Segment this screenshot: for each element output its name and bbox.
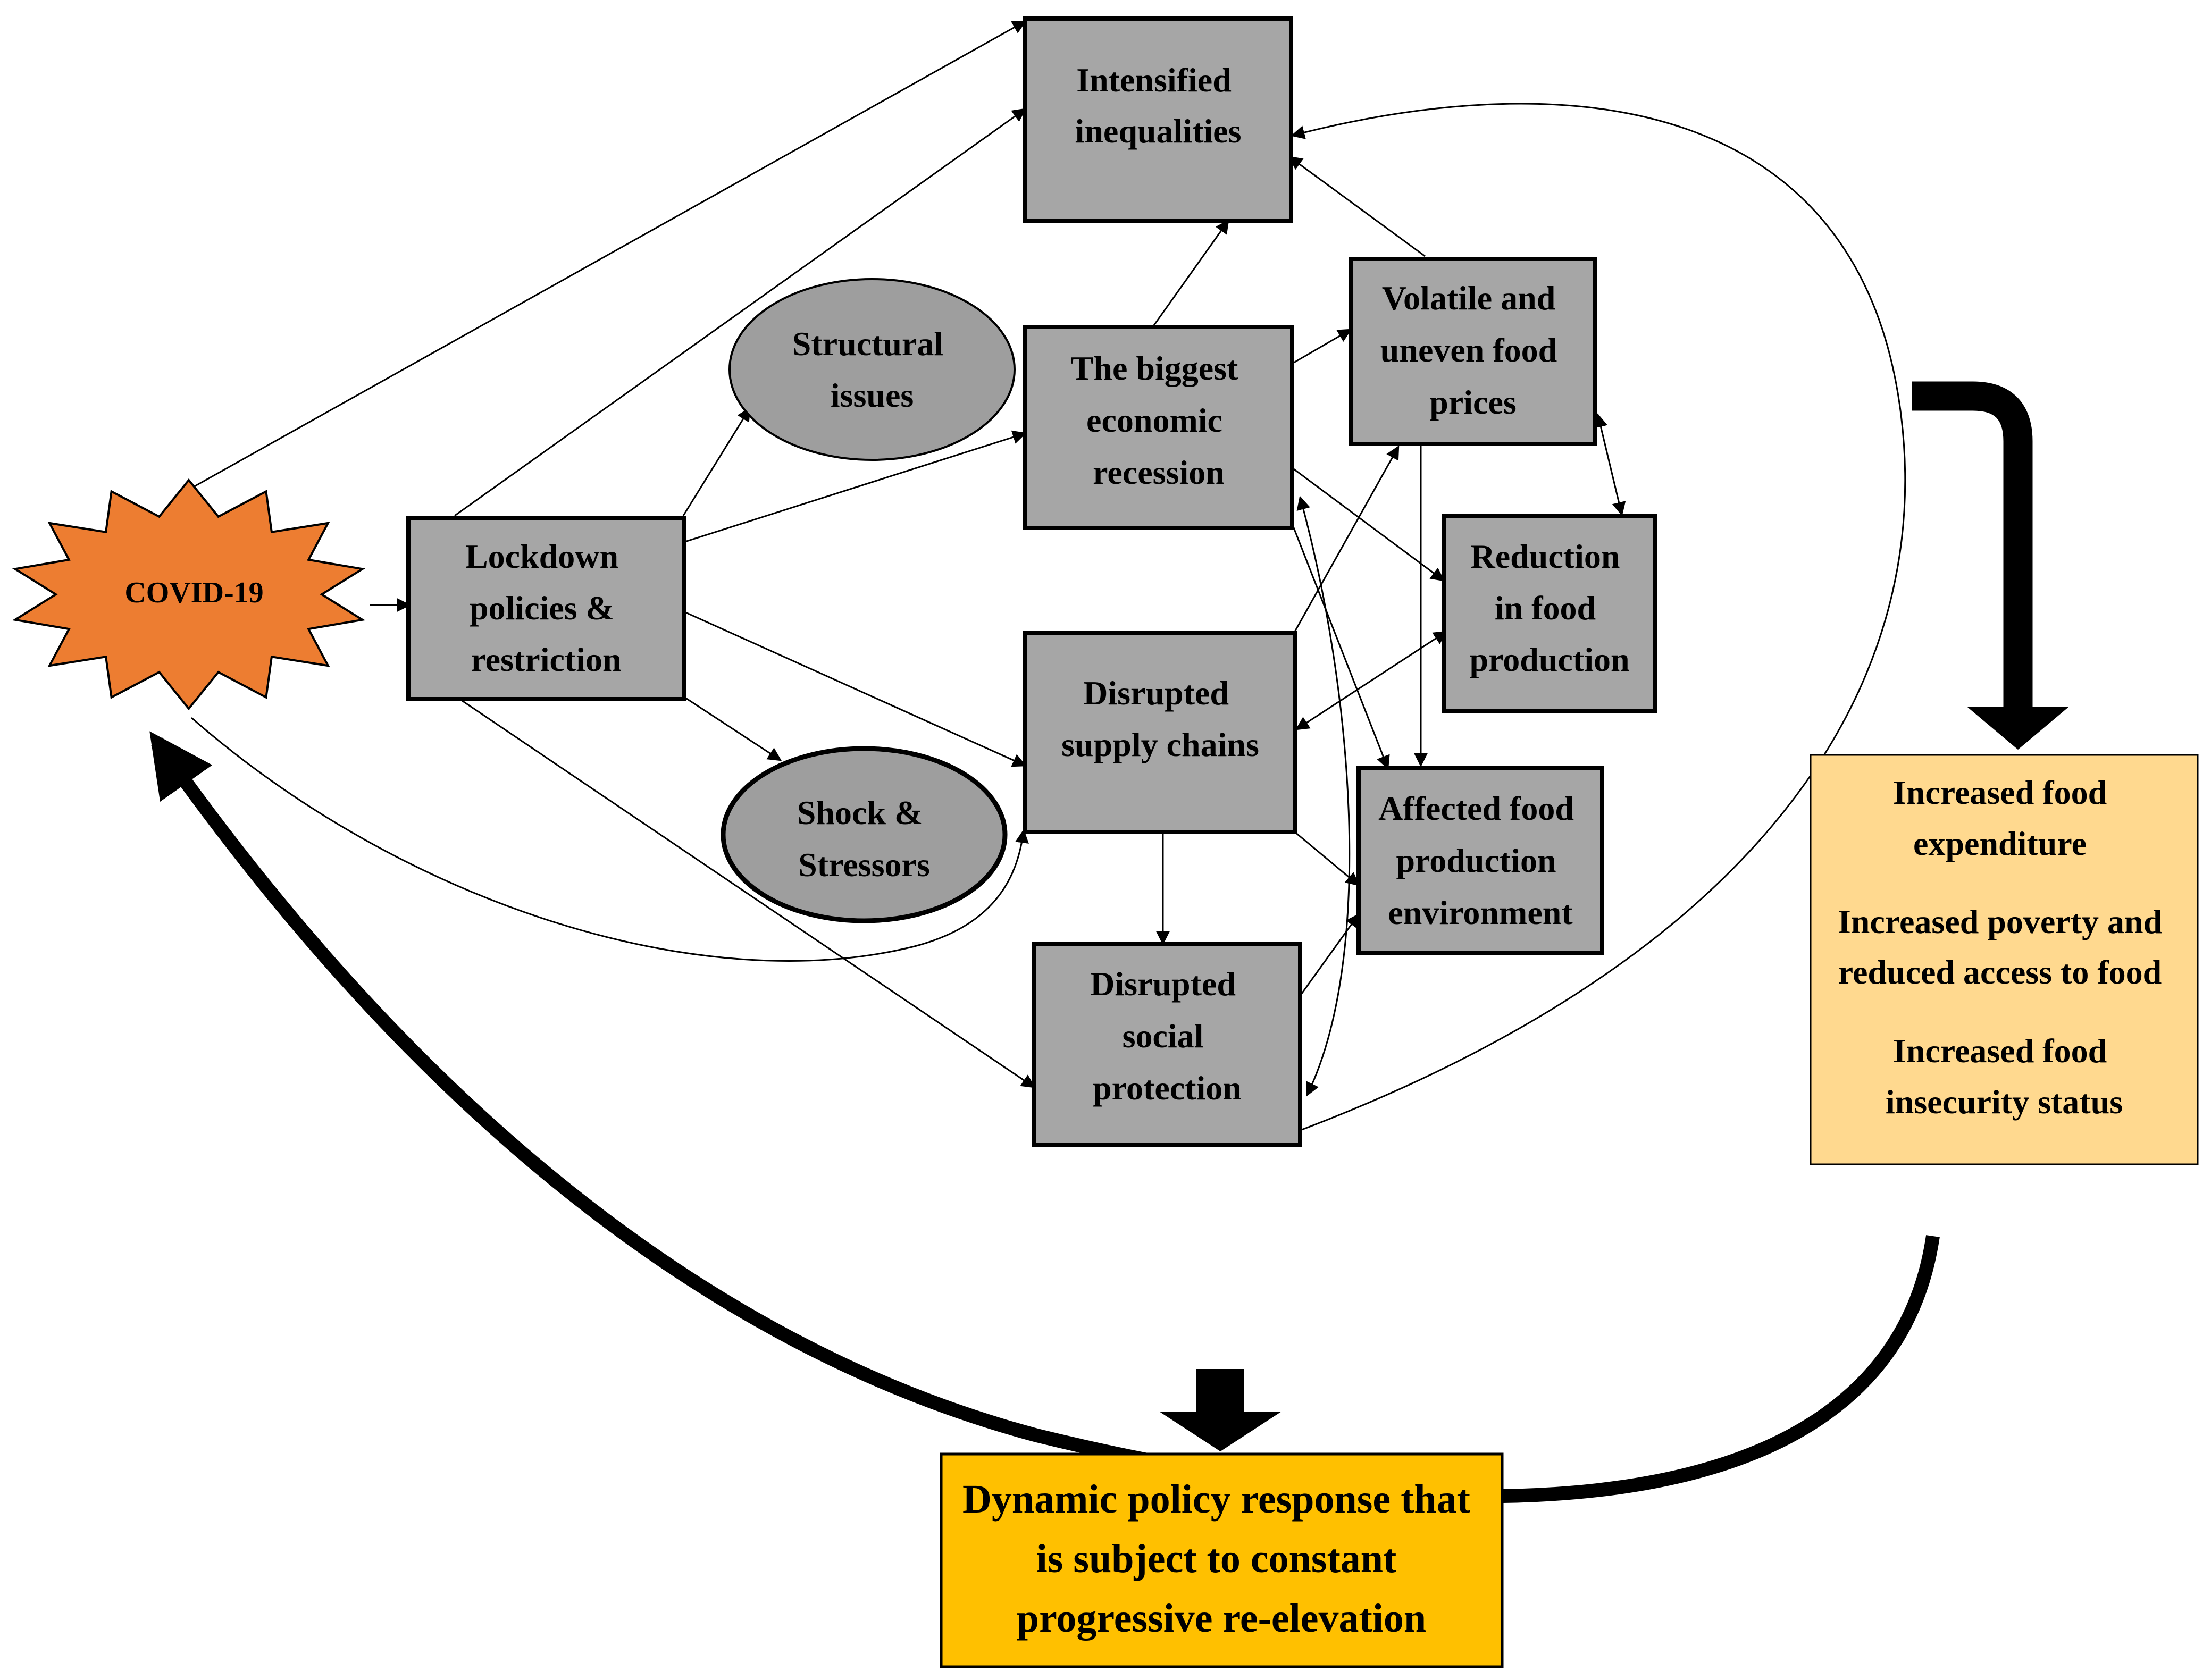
arrow-shaft-to-policy xyxy=(1196,1369,1244,1414)
arrow-volatile-to-inequalities xyxy=(1288,156,1426,257)
box-recession: The biggest economic recession xyxy=(1023,325,1294,530)
box-outcomes-label: Increased food expenditure Increased pov… xyxy=(1838,774,2171,1121)
box-social-shape xyxy=(1032,942,1302,1147)
box-affected-label: Affected food production environment xyxy=(1378,789,1582,931)
arrow-lockdown-to-inequalities xyxy=(454,108,1027,517)
arrow-recession-to-volatile xyxy=(1291,329,1352,365)
oval-shock-label: Shock & Stressors xyxy=(797,794,932,884)
arrow-covid-to-supply-curve xyxy=(191,717,1029,962)
oval-structural: Structural issues xyxy=(728,278,1016,461)
arrow-recession-to-affected xyxy=(1291,523,1390,770)
arrow-social-to-inequalities-loop xyxy=(1291,103,1906,1131)
oval-structural-label: Structural issues xyxy=(792,325,952,414)
oval-shock: Shock & Stressors xyxy=(721,746,1008,923)
covid-label: COVID-19 xyxy=(124,576,263,609)
arrow-lockdown-to-structural xyxy=(682,407,751,516)
box-inequalities-shape xyxy=(1023,16,1293,223)
arrow-lockdown-to-supply xyxy=(683,610,1027,767)
box-recession-shape xyxy=(1023,325,1294,530)
arrow-lockdown-to-recession xyxy=(683,430,1027,543)
box-lockdown: Lockdown policies & restriction xyxy=(406,516,686,701)
arrow-volatile-reduction xyxy=(1594,413,1626,516)
arrow-lockdown-to-shock xyxy=(683,695,782,761)
box-supply-shape xyxy=(1023,631,1297,834)
box-policy: Dynamic policy response that is subject … xyxy=(940,1452,1504,1668)
arrow-covid-to-inequalities xyxy=(191,20,1027,489)
arrow-recession-social-curve xyxy=(1296,495,1351,1097)
feedback-arrow-to-covid xyxy=(149,731,1940,1503)
thick-arrows xyxy=(149,381,2068,1503)
box-affected: Affected food production environment xyxy=(1356,766,1604,955)
box-lockdown-shape xyxy=(406,516,686,701)
box-policy-label: Dynamic policy response that is subject … xyxy=(962,1477,1480,1641)
arrow-lockdown-to-social xyxy=(443,687,1036,1088)
box-reduction-label: Reduction in food production xyxy=(1469,537,1629,678)
arrow-social-to-affected xyxy=(1296,913,1360,1000)
box-volatile: Volatile and uneven food prices xyxy=(1349,257,1597,446)
arrow-head-to-policy xyxy=(1159,1412,1282,1451)
box-recession-label: The biggest economic recession xyxy=(1071,349,1247,491)
box-inequalities: Intensified inequalities xyxy=(1023,16,1293,223)
box-lockdown-label: Lockdown policies & restriction xyxy=(465,537,627,678)
box-volatile-shape xyxy=(1349,257,1597,446)
covid-node: COVID-19 xyxy=(12,478,366,711)
box-policy-shape xyxy=(940,1452,1504,1668)
box-volatile-label: Volatile and uneven food prices xyxy=(1380,279,1566,421)
arrow-head-to-outcomes xyxy=(1967,707,2068,750)
covid-starburst xyxy=(12,478,366,711)
connectors xyxy=(191,20,1906,1131)
box-reduction: Reduction in food production xyxy=(1442,514,1657,713)
arrow-recession-to-inequalities xyxy=(1153,219,1229,326)
oval-shock-shape xyxy=(721,746,1008,923)
box-supply-label: Disrupted supply chains xyxy=(1061,674,1259,763)
box-social: Disrupted social protection xyxy=(1032,942,1302,1147)
arrow-recession-to-outcomes xyxy=(1912,381,2033,712)
oval-structural-shape xyxy=(728,278,1016,461)
box-inequalities-label: Intensified inequalities xyxy=(1075,61,1242,150)
box-social-label: Disrupted social protection xyxy=(1090,965,1244,1107)
box-supply: Disrupted supply chains xyxy=(1023,631,1297,834)
box-reduction-shape xyxy=(1442,514,1657,713)
box-affected-shape xyxy=(1356,766,1604,955)
box-outcomes: Increased food expenditure Increased pov… xyxy=(1810,754,2199,1165)
arrow-reduction-supply xyxy=(1295,631,1448,730)
box-outcomes-shape xyxy=(1810,754,2199,1165)
arrow-recession-to-reduction xyxy=(1292,467,1445,582)
